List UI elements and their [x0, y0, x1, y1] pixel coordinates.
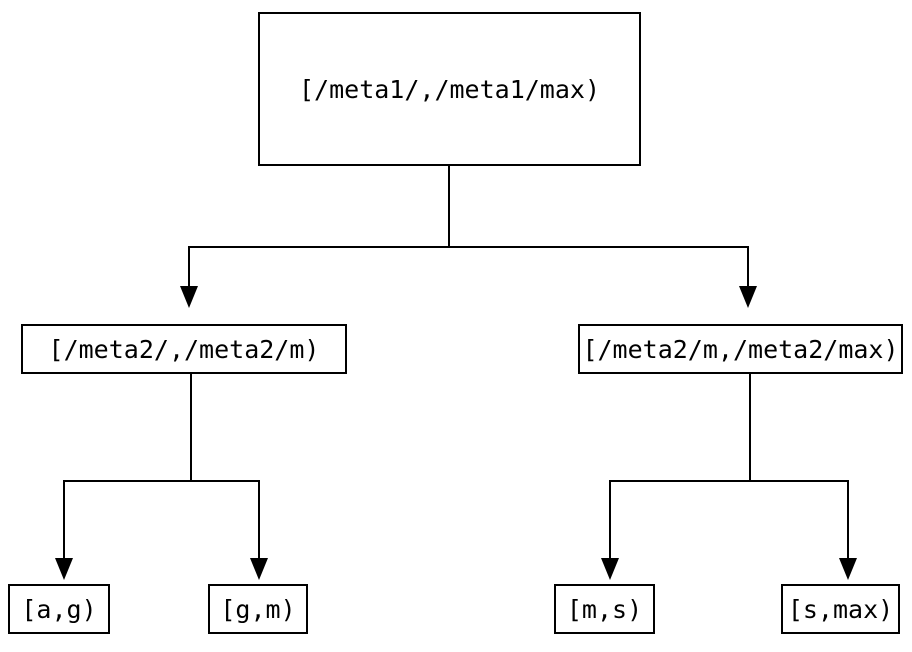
tree-node-leaf-4[interactable]: [s,max) [781, 584, 900, 634]
arrowhead-icon [839, 558, 857, 580]
edge-root-to-mid-left [180, 166, 450, 308]
edge-line [63, 374, 192, 558]
tree-node-mid-left[interactable]: [/meta2/,/meta2/m) [21, 324, 347, 374]
tree-node-mid-left-label: [/meta2/,/meta2/m) [48, 334, 320, 364]
edge-line [188, 166, 450, 286]
edge-mid-left-to-leaf-2 [190, 374, 268, 580]
tree-node-leaf-1[interactable]: [a,g) [8, 584, 110, 634]
tree-node-leaf-4-label: [s,max) [787, 594, 894, 624]
tree-node-mid-right-label: [/meta2/m,/meta2/max) [582, 334, 899, 364]
edge-line [749, 374, 849, 558]
tree-node-mid-right[interactable]: [/meta2/m,/meta2/max) [578, 324, 903, 374]
arrowhead-icon [180, 286, 198, 308]
tree-node-leaf-2-label: [g,m) [220, 594, 296, 624]
edge-line [609, 374, 751, 558]
tree-node-leaf-1-label: [a,g) [21, 594, 97, 624]
arrowhead-icon [250, 558, 268, 580]
edge-mid-left-to-leaf-1 [55, 374, 192, 580]
edge-line [448, 166, 749, 286]
tree-node-leaf-3[interactable]: [m,s) [554, 584, 655, 634]
arrowhead-icon [601, 558, 619, 580]
edge-mid-right-to-leaf-4 [749, 374, 857, 580]
tree-node-leaf-3-label: [m,s) [566, 594, 643, 624]
tree-node-root-label: [/meta1/,/meta1/max) [298, 74, 601, 104]
edge-mid-right-to-leaf-3 [601, 374, 751, 580]
arrowhead-icon [739, 286, 757, 308]
tree-node-root[interactable]: [/meta1/,/meta1/max) [258, 12, 641, 166]
arrowhead-icon [55, 558, 73, 580]
edge-line [190, 374, 260, 558]
edge-root-to-mid-right [448, 166, 757, 308]
tree-node-leaf-2[interactable]: [g,m) [208, 584, 308, 634]
